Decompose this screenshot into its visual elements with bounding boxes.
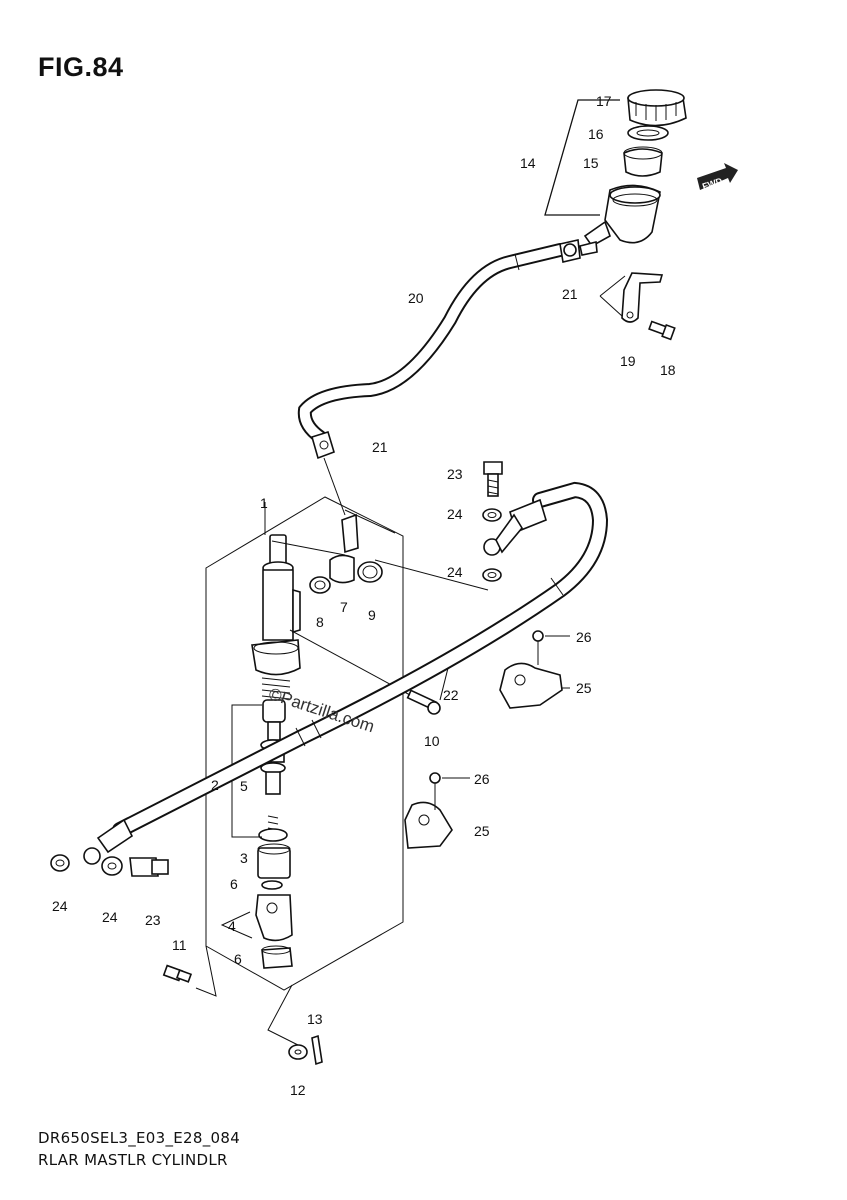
callout-8: 8 [316,614,324,630]
clevis[interactable] [255,894,293,942]
screw-26-upper[interactable] [532,630,570,665]
spring[interactable] [261,677,291,700]
figure-title: FIG.84 [38,52,124,82]
nut-6[interactable] [261,945,293,969]
callout-24-top: 24 [447,506,463,522]
washer-24-d[interactable] [101,856,123,876]
reservoir-assembly: FWD [544,89,738,341]
callout-labels: 17 16 15 14 21 20 19 18 21 23 24 24 1 7 … [52,93,676,1098]
callout-6-lower: 6 [234,951,242,967]
callout-15: 15 [583,155,599,171]
callout-6-upper: 6 [230,876,238,892]
banjo-fitting-upper[interactable] [483,498,547,556]
callout-24-mid: 24 [447,564,463,580]
banjo-bolt-lower[interactable] [129,857,169,877]
brake-hose[interactable] [112,481,609,838]
bolt-11[interactable] [162,964,193,983]
master-cylinder-body[interactable] [251,534,301,676]
callout-4: 4 [228,918,236,934]
callout-19: 19 [620,353,636,369]
callout-22: 22 [443,687,459,703]
reservoir-plate[interactable] [627,125,669,141]
callout-21-top: 21 [562,286,578,302]
callout-24-left-b: 24 [102,909,118,925]
callout-12: 12 [290,1082,306,1098]
figure-name: RLAR MASTLR CYLINDLR [38,1151,228,1169]
callout-23-top: 23 [447,466,463,482]
bolt-18[interactable] [648,320,676,341]
callout-5: 5 [240,778,248,794]
callout-25-bottom: 25 [474,823,490,839]
callout-1: 1 [260,495,268,511]
hose-guide-lower[interactable] [404,801,453,849]
push-rod[interactable] [257,843,291,890]
callout-13: 13 [307,1011,323,1027]
callout-11: 11 [172,937,187,953]
banjo-fitting-lower[interactable] [83,818,134,865]
callout-23-bottom: 23 [145,912,161,928]
hose-clamp-lower[interactable] [311,430,335,460]
callout-2: 2 [211,777,219,793]
callout-17: 17 [596,93,612,109]
callout-21-mid: 21 [372,439,388,455]
callout-10: 10 [424,733,440,749]
callout-24-left: 24 [52,898,68,914]
callout-14: 14 [520,155,536,171]
callout-26-top: 26 [576,629,592,645]
washer-24-c[interactable] [50,854,70,872]
callout-3: 3 [240,850,248,866]
callout-16: 16 [588,126,604,142]
piston-assembly[interactable] [258,699,288,842]
bolt-10[interactable] [406,689,441,715]
callout-7: 7 [340,599,348,615]
callout-26-bottom: 26 [474,771,490,787]
hose-guide-upper[interactable] [499,662,563,709]
hose-fitting[interactable] [329,513,359,584]
figure-code: DR650SEL3_E03_E28_084 [38,1129,241,1147]
washer-24-b[interactable] [482,568,502,582]
callout-9: 9 [368,607,376,623]
washer-24-a[interactable] [482,508,502,522]
washer-12[interactable] [288,1044,308,1060]
forward-arrow-icon: FWD [697,163,738,192]
circlip-9[interactable] [357,561,383,583]
callout-25-top: 25 [576,680,592,696]
o-ring-8[interactable] [309,576,331,594]
screw-26-lower[interactable] [429,772,470,810]
reservoir-diaphragm[interactable] [623,148,663,177]
reservoir-bracket[interactable] [621,272,664,323]
callout-20: 20 [408,290,424,306]
callout-18: 18 [660,362,676,378]
reservoir-hose[interactable] [297,243,567,444]
cotter-pin-13[interactable] [311,1034,323,1066]
banjo-bolt-upper[interactable] [483,461,503,497]
hose-clamp-upper[interactable] [559,239,598,263]
